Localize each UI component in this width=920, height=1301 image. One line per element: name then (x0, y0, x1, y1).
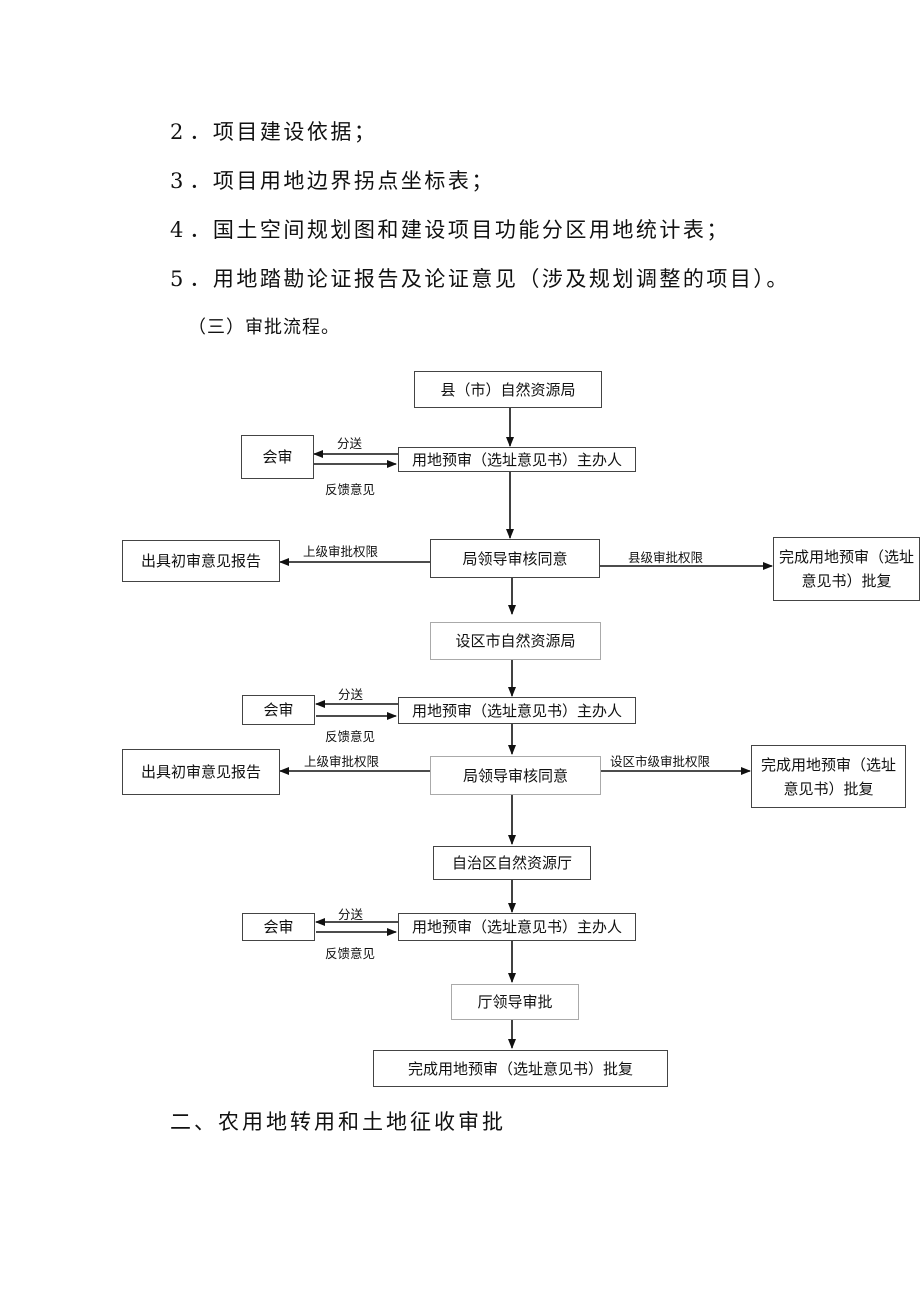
city-level-authority-label: 设区市级审批权限 (610, 754, 711, 769)
material-item-4: 4．国土空间规划图和建设项目功能分区用地统计表； (170, 214, 730, 244)
next-section-heading: 二、农用地转用和土地征收审批 (170, 1110, 506, 1134)
city-handler-box: 用地预审（选址意见书）主办人 (398, 697, 636, 724)
material-item-5: 5．用地踏勘论证报告及论证意见（涉及规划调整的项目）。 (170, 263, 790, 293)
city-prelim-report-box: 出具初审意见报告 (122, 749, 280, 795)
material-item-3: 3．项目用地边界拐点坐标表； (170, 165, 495, 195)
county-handler-box: 用地预审（选址意见书）主办人 (398, 447, 636, 472)
material-number: 3 (170, 169, 190, 193)
county-upper-authority-label: 上级审批权限 (303, 544, 379, 559)
city-leader-box: 局领导审核同意 (430, 756, 601, 795)
city-upper-authority-label: 上级审批权限 (304, 754, 380, 769)
material-number: 5 (170, 267, 190, 291)
section-heading: （三）审批流程。 (188, 317, 340, 338)
city-send-label: 分送 (338, 687, 364, 702)
material-item-2: 2．项目建设依据； (170, 116, 377, 146)
region-review-box: 会审 (242, 913, 315, 941)
city-review-box: 会审 (242, 695, 315, 725)
material-text: ．项目用地边界拐点坐标表； (189, 169, 495, 193)
region-handler-box: 用地预审（选址意见书）主办人 (398, 913, 636, 941)
city-complete-box: 完成用地预审（选址意见书）批复 (751, 745, 906, 808)
county-leader-box: 局领导审核同意 (430, 539, 600, 578)
material-text: ．国土空间规划图和建设项目功能分区用地统计表； (189, 218, 730, 242)
material-text: ．项目建设依据； (189, 120, 378, 144)
county-level-authority-label: 县级审批权限 (628, 550, 704, 565)
region-feedback-label: 反馈意见 (325, 946, 376, 961)
material-text: ．用地踏勘论证报告及论证意见（涉及规划调整的项目）。 (189, 267, 790, 291)
region-leader-box: 厅领导审批 (451, 984, 579, 1020)
material-number: 4 (170, 218, 190, 242)
region-send-label: 分送 (338, 907, 364, 922)
material-number: 2 (170, 120, 190, 144)
county-send-label: 分送 (337, 436, 363, 451)
city-bureau-box: 设区市自然资源局 (430, 622, 601, 660)
region-dept-box: 自治区自然资源厅 (433, 846, 591, 880)
city-feedback-label: 反馈意见 (325, 729, 376, 744)
county-bureau-box: 县（市）自然资源局 (414, 371, 602, 408)
county-prelim-report-box: 出具初审意见报告 (122, 540, 280, 582)
final-complete-box: 完成用地预审（选址意见书）批复 (373, 1050, 668, 1087)
county-feedback-label: 反馈意见 (325, 482, 376, 497)
county-complete-box: 完成用地预审（选址意见书）批复 (773, 537, 920, 601)
county-review-box: 会审 (241, 435, 314, 479)
